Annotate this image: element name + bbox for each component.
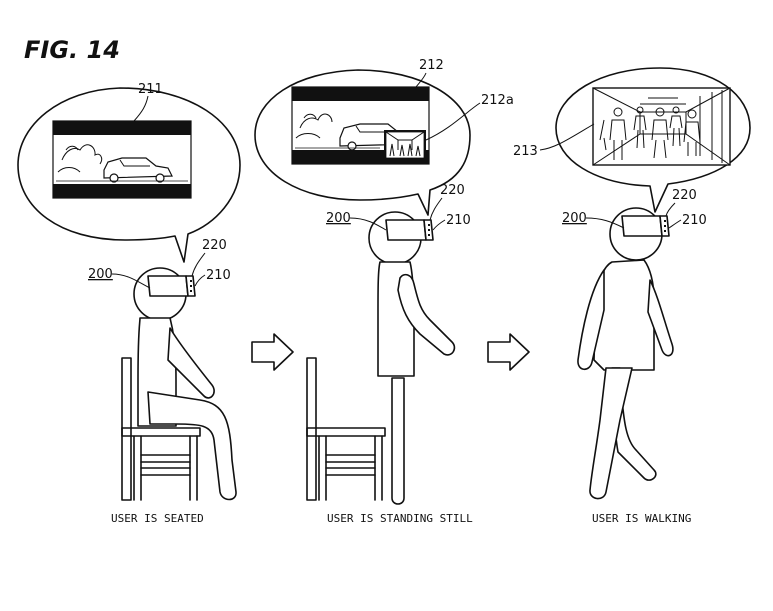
user-figure-walking [578,208,673,499]
ref-image-211: 211 [138,82,163,97]
transition-arrow-icon [252,334,293,370]
panel-seated: 211 200 220 210 USER IS SEATED [18,82,240,525]
sub-image-212a-corridor [384,130,426,160]
image-212-car-scene [292,87,429,164]
caption-walking: USER IS WALKING [592,512,691,525]
ref-user-200: 200 [326,211,351,226]
caption-standing: USER IS STANDING STILL [327,512,473,525]
head-mounted-display-icon [148,276,188,296]
ref-part-220: 220 [672,188,697,203]
caption-seated: USER IS SEATED [111,512,204,525]
user-figure-seated [134,268,236,500]
ref-image-213: 213 [513,144,538,159]
panel-walking: 213 200 220 210 USER IS WALKING [513,68,750,525]
transition-arrow-icon [488,334,529,370]
image-211-car-scene [53,121,191,198]
chair-icon [307,358,385,500]
head-mounted-display-icon [622,216,662,236]
panel-standing: 212 212a 200 220 210 USER IS STANDING ST… [255,58,514,525]
ref-part-220: 220 [440,183,465,198]
ref-image-212: 212 [419,58,444,73]
ref-user-200: 200 [88,267,113,282]
image-213-corridor [593,88,730,165]
ref-part-220: 220 [202,238,227,253]
head-mounted-display-icon [386,220,426,240]
ref-sub-image-212a: 212a [481,93,514,108]
figure-title: FIG. 14 [24,36,120,64]
ref-device-210: 210 [682,213,707,228]
ref-device-210: 210 [206,268,231,283]
ref-user-200: 200 [562,211,587,226]
ref-device-210: 210 [446,213,471,228]
